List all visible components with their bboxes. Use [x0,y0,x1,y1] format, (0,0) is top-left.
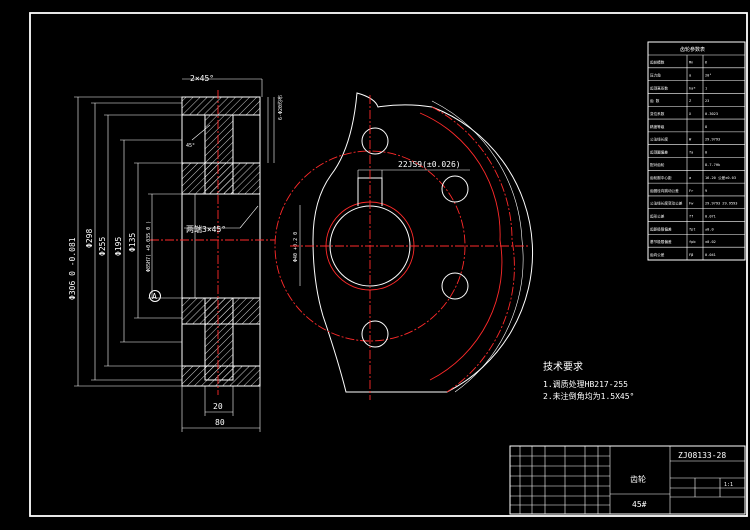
param-value: 0.3023 [705,112,718,116]
param-value: 23 [705,99,709,103]
param-value: ±0.0 [705,227,714,231]
dim-80: 80 [215,418,225,427]
param-name: 齿轮模数 [650,60,665,65]
drawing-number: ZJ08133-28 [678,451,726,460]
param-symbol: Mn [689,61,693,65]
param-symbol: fa [689,150,693,154]
param-name: 公法线长度 [650,137,668,142]
param-name: 齿圈径向跳动公差 [650,188,679,193]
bore-chamfer-note: 两端3×45° [186,224,226,234]
param-name: 齿轮副中心距 [650,175,672,180]
param-value: 6 [705,61,707,65]
param-symbol: fpt [689,227,696,231]
param-symbol: X [689,112,692,116]
bore-dim: Φ40 +0.2 0 [293,232,299,262]
param-value: 29.9793 29.9593 [705,202,737,206]
dim-85: Φ85H7( +0.035 0 ) [146,221,152,272]
title-block-grid [510,446,610,514]
tech-requirements: 技术要求 1.调质处理HB217-255 2.未注倒角均为1.5X45° [543,360,634,401]
param-value: 8 [705,125,707,129]
param-value: 9 [705,189,707,193]
dim-298: Φ298 [85,229,94,248]
param-name: 齿 数 [650,98,660,103]
param-name: 基节极限偏差 [650,239,672,244]
param-table: 齿轮参数表 齿轮模数 Mn 6 压力角 α 20° 齿顶高系数 ha* 1 齿 数 Z 23 变位系数 X… [647,41,746,261]
dim-20: 20 [213,402,223,411]
hatch-upper-rim [181,96,261,116]
datum-a-label: A [152,292,157,301]
param-value: 16-20 公差±0.03 [705,175,736,180]
param-symbol: Fβ [689,253,693,257]
param-symbol: a [689,176,691,180]
hatch-upper-ring [181,162,261,195]
tech-item-2: 2.未注倒角均为1.5X45° [543,391,634,401]
bolt-hole-4 [361,320,389,348]
param-name: 齿顶圆偏差 [650,149,668,154]
param-value: 29.9793 [705,138,720,142]
bolt-hole-3 [441,272,469,300]
hole-angle: 45° [186,143,195,149]
param-symbol: ff [689,214,693,218]
dim-135: Φ135 [128,233,137,252]
param-symbol: ha* [689,86,696,90]
datum-a-symbol [149,290,161,302]
param-value: 0 [705,150,707,154]
dim-255: Φ255 [98,237,107,256]
bolt-hole-1 [361,127,389,155]
scale: 1:1 [724,482,733,488]
title-block: ZJ08133-28 齿轮 45# 1:1 [509,445,746,515]
section-view: Φ306 0 -0.081 Φ298 Φ255 Φ195 Φ135 Φ85H7(… [68,74,284,432]
param-value: 0.041 [705,253,716,257]
param-name: 配对齿轮 [650,162,665,167]
param-symbol: Fr [689,189,694,193]
param-name: 变位系数 [650,111,665,116]
hatch-lower-rim [181,365,261,387]
param-symbol: Z [689,99,692,103]
param-name: 压力角 [650,73,661,78]
param-value: 1 [705,86,707,90]
part-name: 齿轮 [630,474,646,484]
param-name: 齿顶高系数 [650,85,668,90]
tech-title: 技术要求 [543,360,583,373]
param-name: 齿形公差 [650,213,665,218]
drawing-border [29,12,748,517]
holes-note: 6-Φ20均布 [277,95,284,120]
param-value: 20° [705,74,712,78]
param-name: 齿距极限偏差 [650,226,672,231]
param-name: 齿向公差 [650,252,665,257]
gear-segment-outline [312,92,534,393]
param-table-title: 齿轮参数表 [680,46,705,53]
material: 45# [632,500,647,509]
keyway-note: 22JS9(±0.026) [398,160,461,169]
param-symbol: Fw [689,202,694,206]
bolt-hole-2 [441,175,469,203]
param-name: 公法线长度变动公差 [650,201,683,206]
param-rows: 齿轮模数 Mn 6 压力角 α 20° 齿顶高系数 ha* 1 齿 数 Z 23 变位系数 X 0.3023… [648,60,745,257]
param-value: ±0.02 [705,240,716,244]
front-view: 22JS9(±0.026) Φ40 +0.2 0 [274,92,534,400]
param-symbol: α [689,74,692,78]
param-name: 精度等级 [650,124,665,129]
chamfer-note: 2×45° [190,74,214,83]
param-value: 0.071 [705,214,716,218]
dim-306: Φ306 0 -0.081 [68,237,77,300]
param-symbol: W [689,138,692,142]
tech-item-1: 1.调质处理HB217-255 [543,379,628,389]
dim-195: Φ195 [114,237,123,256]
param-symbol: fpb [689,240,696,244]
param-value: 8-7-7Hk [705,163,721,167]
